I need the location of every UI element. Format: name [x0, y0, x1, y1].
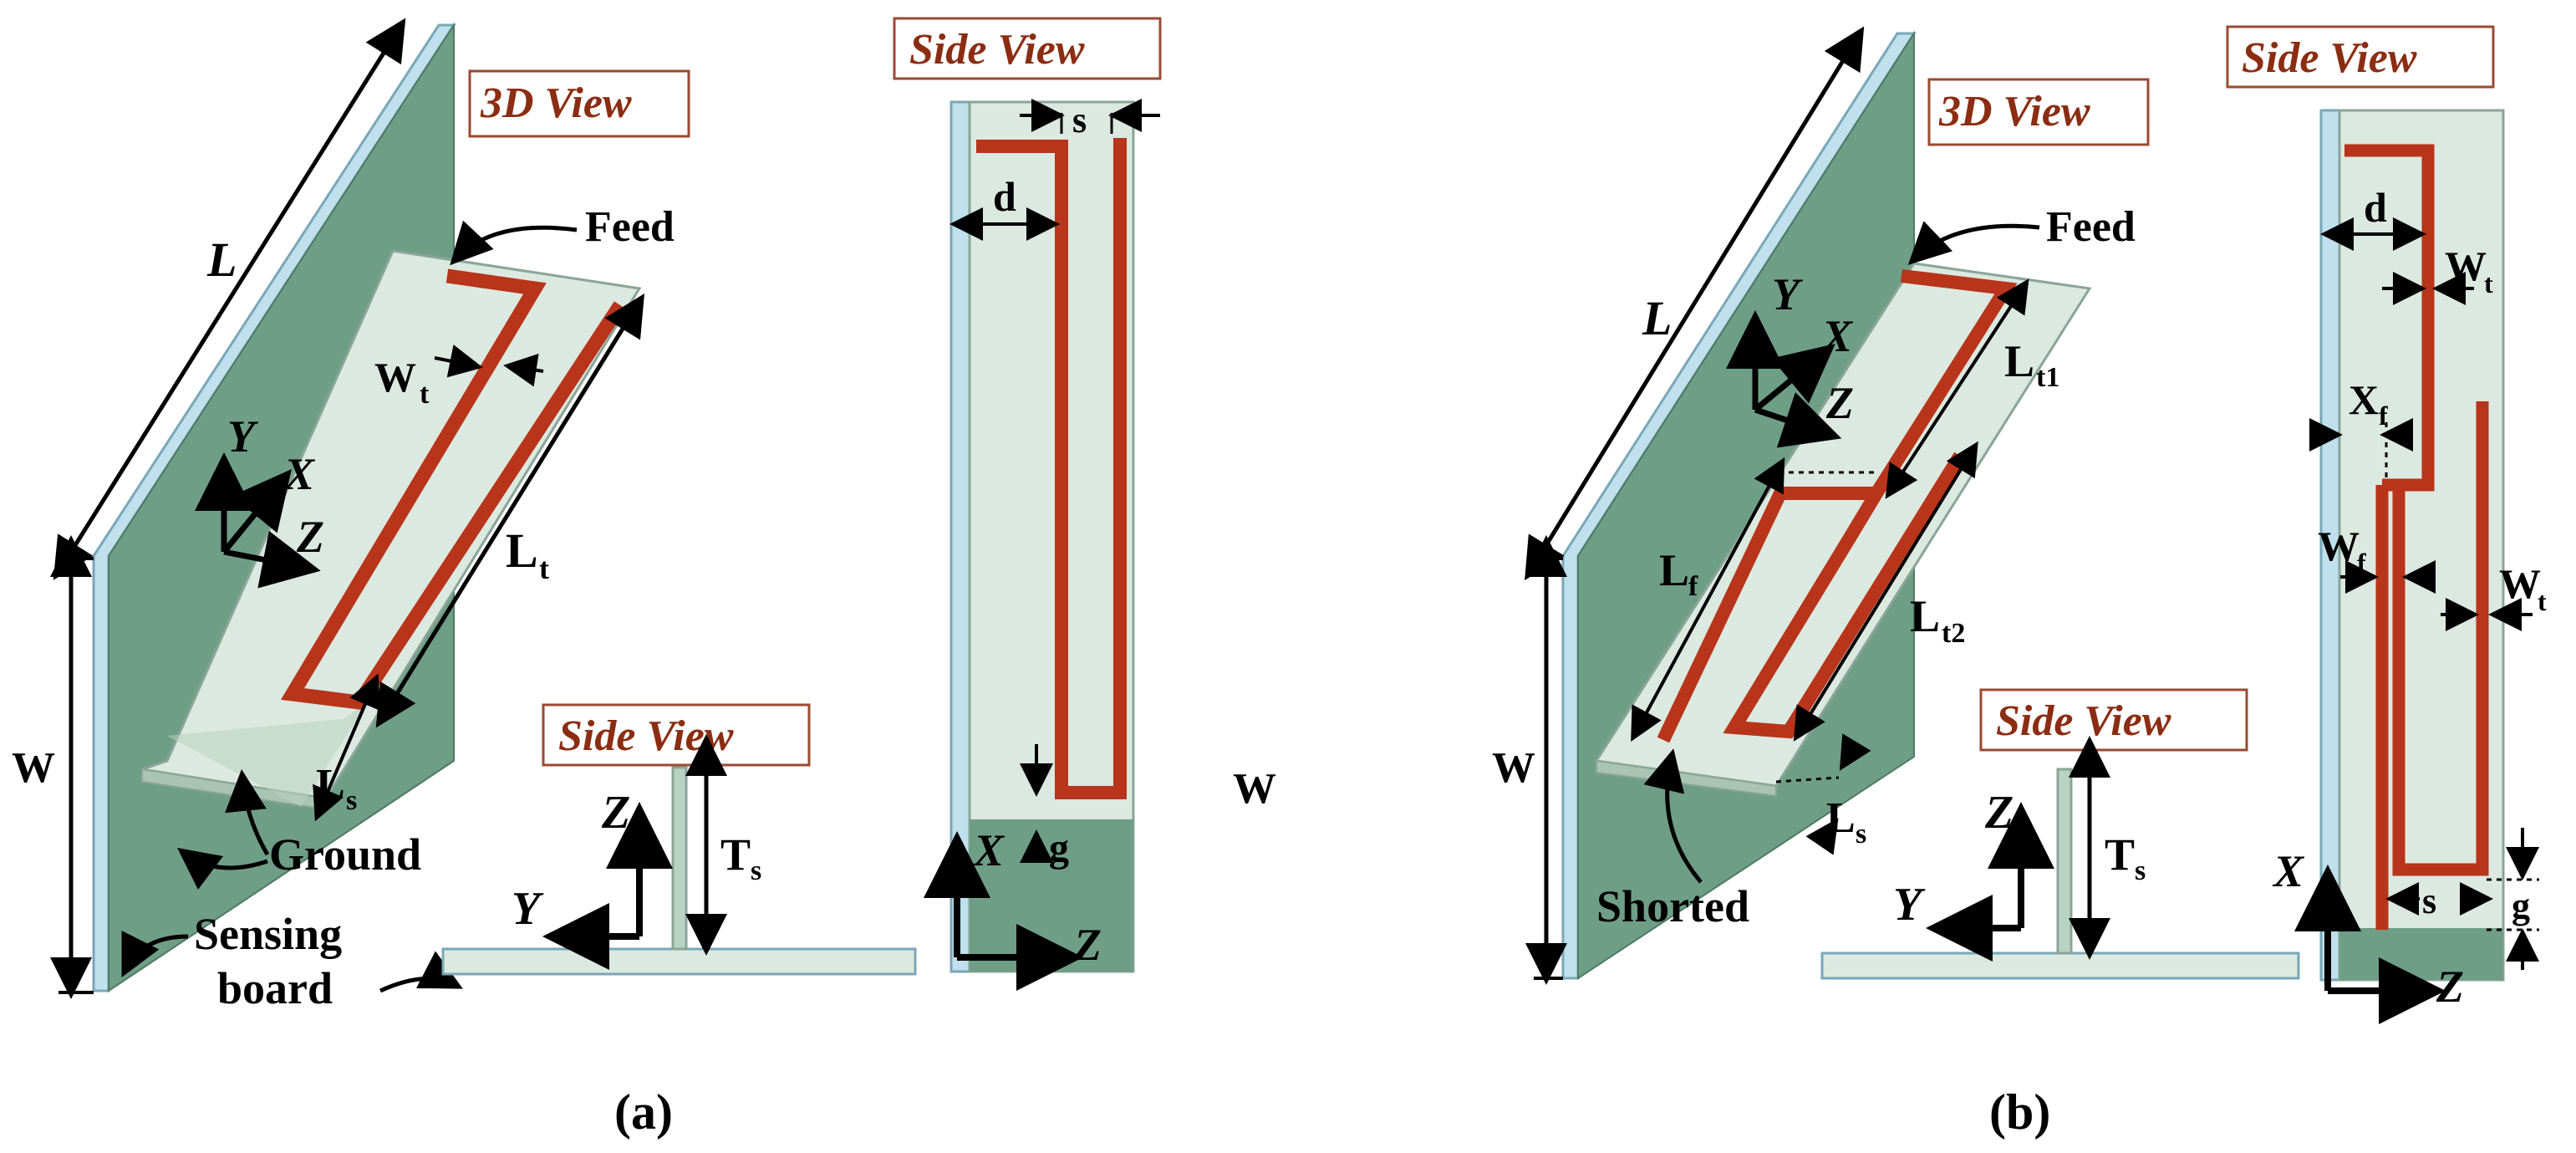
- panel-a-lt-dimension: [375, 293, 645, 728]
- panel-a-sensing-label-2: board: [217, 963, 333, 1013]
- panel-a-lt-label: L: [506, 523, 538, 578]
- panel-a-ts-label: T: [720, 829, 751, 880]
- panel-a-feed-label: Feed: [585, 203, 675, 251]
- panel-b-side-xf-sub: f: [2379, 400, 2388, 431]
- panel-b-side-d-label: d: [2364, 184, 2387, 231]
- panel-a-side-view-bottom-tag: [542, 703, 811, 767]
- panel-b-side-view-top-label: Side View: [2242, 34, 2417, 82]
- panel-b-ts-sub: s: [2135, 855, 2146, 886]
- panel-b-side-wt-label: W: [2445, 242, 2487, 289]
- panel-a-l-dimension: [53, 18, 406, 580]
- panel-a-side-s-label: s: [1072, 99, 1087, 140]
- panel-b-shorted-label: Shorted: [1596, 881, 1749, 931]
- panel-a-feed-arrow: [450, 220, 578, 266]
- panel-a-side-axis-x: X: [972, 825, 1005, 875]
- panel-a-side-view-bottom-label: Side View: [558, 712, 734, 760]
- panel-a-wt-sub: t: [420, 379, 430, 410]
- panel-b-lf-sub: f: [1688, 571, 1698, 602]
- panel-b-3d-axis-y: Y: [1772, 269, 1804, 319]
- panel-b-l-label: L: [1642, 291, 1672, 345]
- panel-a-bottom-substrate: [671, 766, 688, 951]
- panel-b-3d-axis-z: Z: [1825, 378, 1854, 428]
- panel-a-side-trace: [976, 138, 1127, 799]
- panel-b-lt2-label: L: [1910, 591, 1940, 641]
- panel-a-side-g-label: g: [1049, 826, 1069, 870]
- panel-b-side-g-label: g: [2512, 885, 2530, 926]
- panel-a-bottom-board: [441, 947, 917, 976]
- panel-b-lf-label: L: [1659, 545, 1689, 595]
- panel-a-side-view-top-label: Side View: [909, 26, 1085, 74]
- panel-a: L W 3D View Feed W t L t Y X Z L s: [12, 17, 1276, 1140]
- panel-b-w-label: W: [1492, 744, 1535, 792]
- panel-b-side-axis-z: Z: [2436, 962, 2464, 1012]
- panel-b-side-wt-sub: t: [2484, 268, 2493, 298]
- panel-a-ts-sub: s: [751, 855, 761, 886]
- panel-b-ls-label: L: [1826, 794, 1856, 842]
- panel-a-side-axis-z: Z: [1073, 920, 1102, 970]
- panel-b-3d-view-label: 3D View: [1938, 88, 2090, 135]
- panel-b-side-s-label: s: [2422, 880, 2436, 921]
- panel-b-lt1-label: L: [2004, 336, 2034, 386]
- panel-b-side-xf-label: X: [2349, 376, 2379, 423]
- panel-a-3d-axis-z: Z: [296, 512, 324, 562]
- panel-a-side-axis-y: Y: [512, 883, 544, 935]
- panel-a-3d-view-label: 3D View: [480, 79, 632, 127]
- panel-b-side-axis-z: Z: [1984, 787, 2013, 839]
- panel-a-side-view-top-tag: [893, 17, 1162, 80]
- panel-a-w-label: W: [12, 744, 55, 792]
- panel-b-side-axis-x: X: [2272, 846, 2305, 896]
- panel-a-ls-sub: s: [346, 785, 357, 816]
- panel-b: L W 3D View Feed Y X Z L t1 L t2 L f: [1492, 25, 2547, 1140]
- panel-b-3d-axis-x: X: [1820, 311, 1854, 361]
- panel-b-caption: (b): [1989, 1084, 2050, 1140]
- panel-b-side-wt2-label: W: [2499, 560, 2541, 607]
- panel-a-w-right-label: W: [1233, 765, 1276, 813]
- panel-a-caption: (a): [614, 1084, 673, 1140]
- panel-a-ground-label: Ground: [269, 829, 421, 880]
- panel-a-3d-view-tag: [468, 69, 690, 138]
- panel-b-lt2-sub: t2: [1942, 618, 1965, 649]
- panel-b-lt1-sub: t1: [2036, 362, 2059, 393]
- panel-a-l-label: L: [206, 232, 237, 287]
- panel-a-3d-axes: [195, 452, 321, 589]
- panel-b-ls-sub: s: [1856, 819, 1866, 849]
- panel-b-side-wt2-sub: t: [2538, 586, 2547, 616]
- panel-a-wt-label: W: [374, 354, 416, 400]
- panel-b-side-wf-sub: f: [2357, 548, 2366, 578]
- panel-b-side-view-bottom-label: Side View: [1996, 697, 2171, 745]
- panel-a-side-axis-z: Z: [601, 787, 630, 839]
- panel-a-ls-label: L: [316, 761, 345, 809]
- panel-b-feed-label: Feed: [2046, 203, 2136, 251]
- panel-b-side-wf-label: W: [2318, 523, 2360, 569]
- panel-a-side-d-label: d: [993, 173, 1016, 220]
- panel-a-sensing-label-1: Sensing: [194, 909, 342, 959]
- panel-a-3d-axis-x: X: [283, 449, 316, 499]
- panel-a-lt-sub: t: [539, 552, 549, 585]
- panel-b-ts-label: T: [2105, 829, 2135, 880]
- panel-a-3d-axis-y: Y: [227, 411, 259, 462]
- panel-b-side-axis-y: Y: [1893, 879, 1926, 931]
